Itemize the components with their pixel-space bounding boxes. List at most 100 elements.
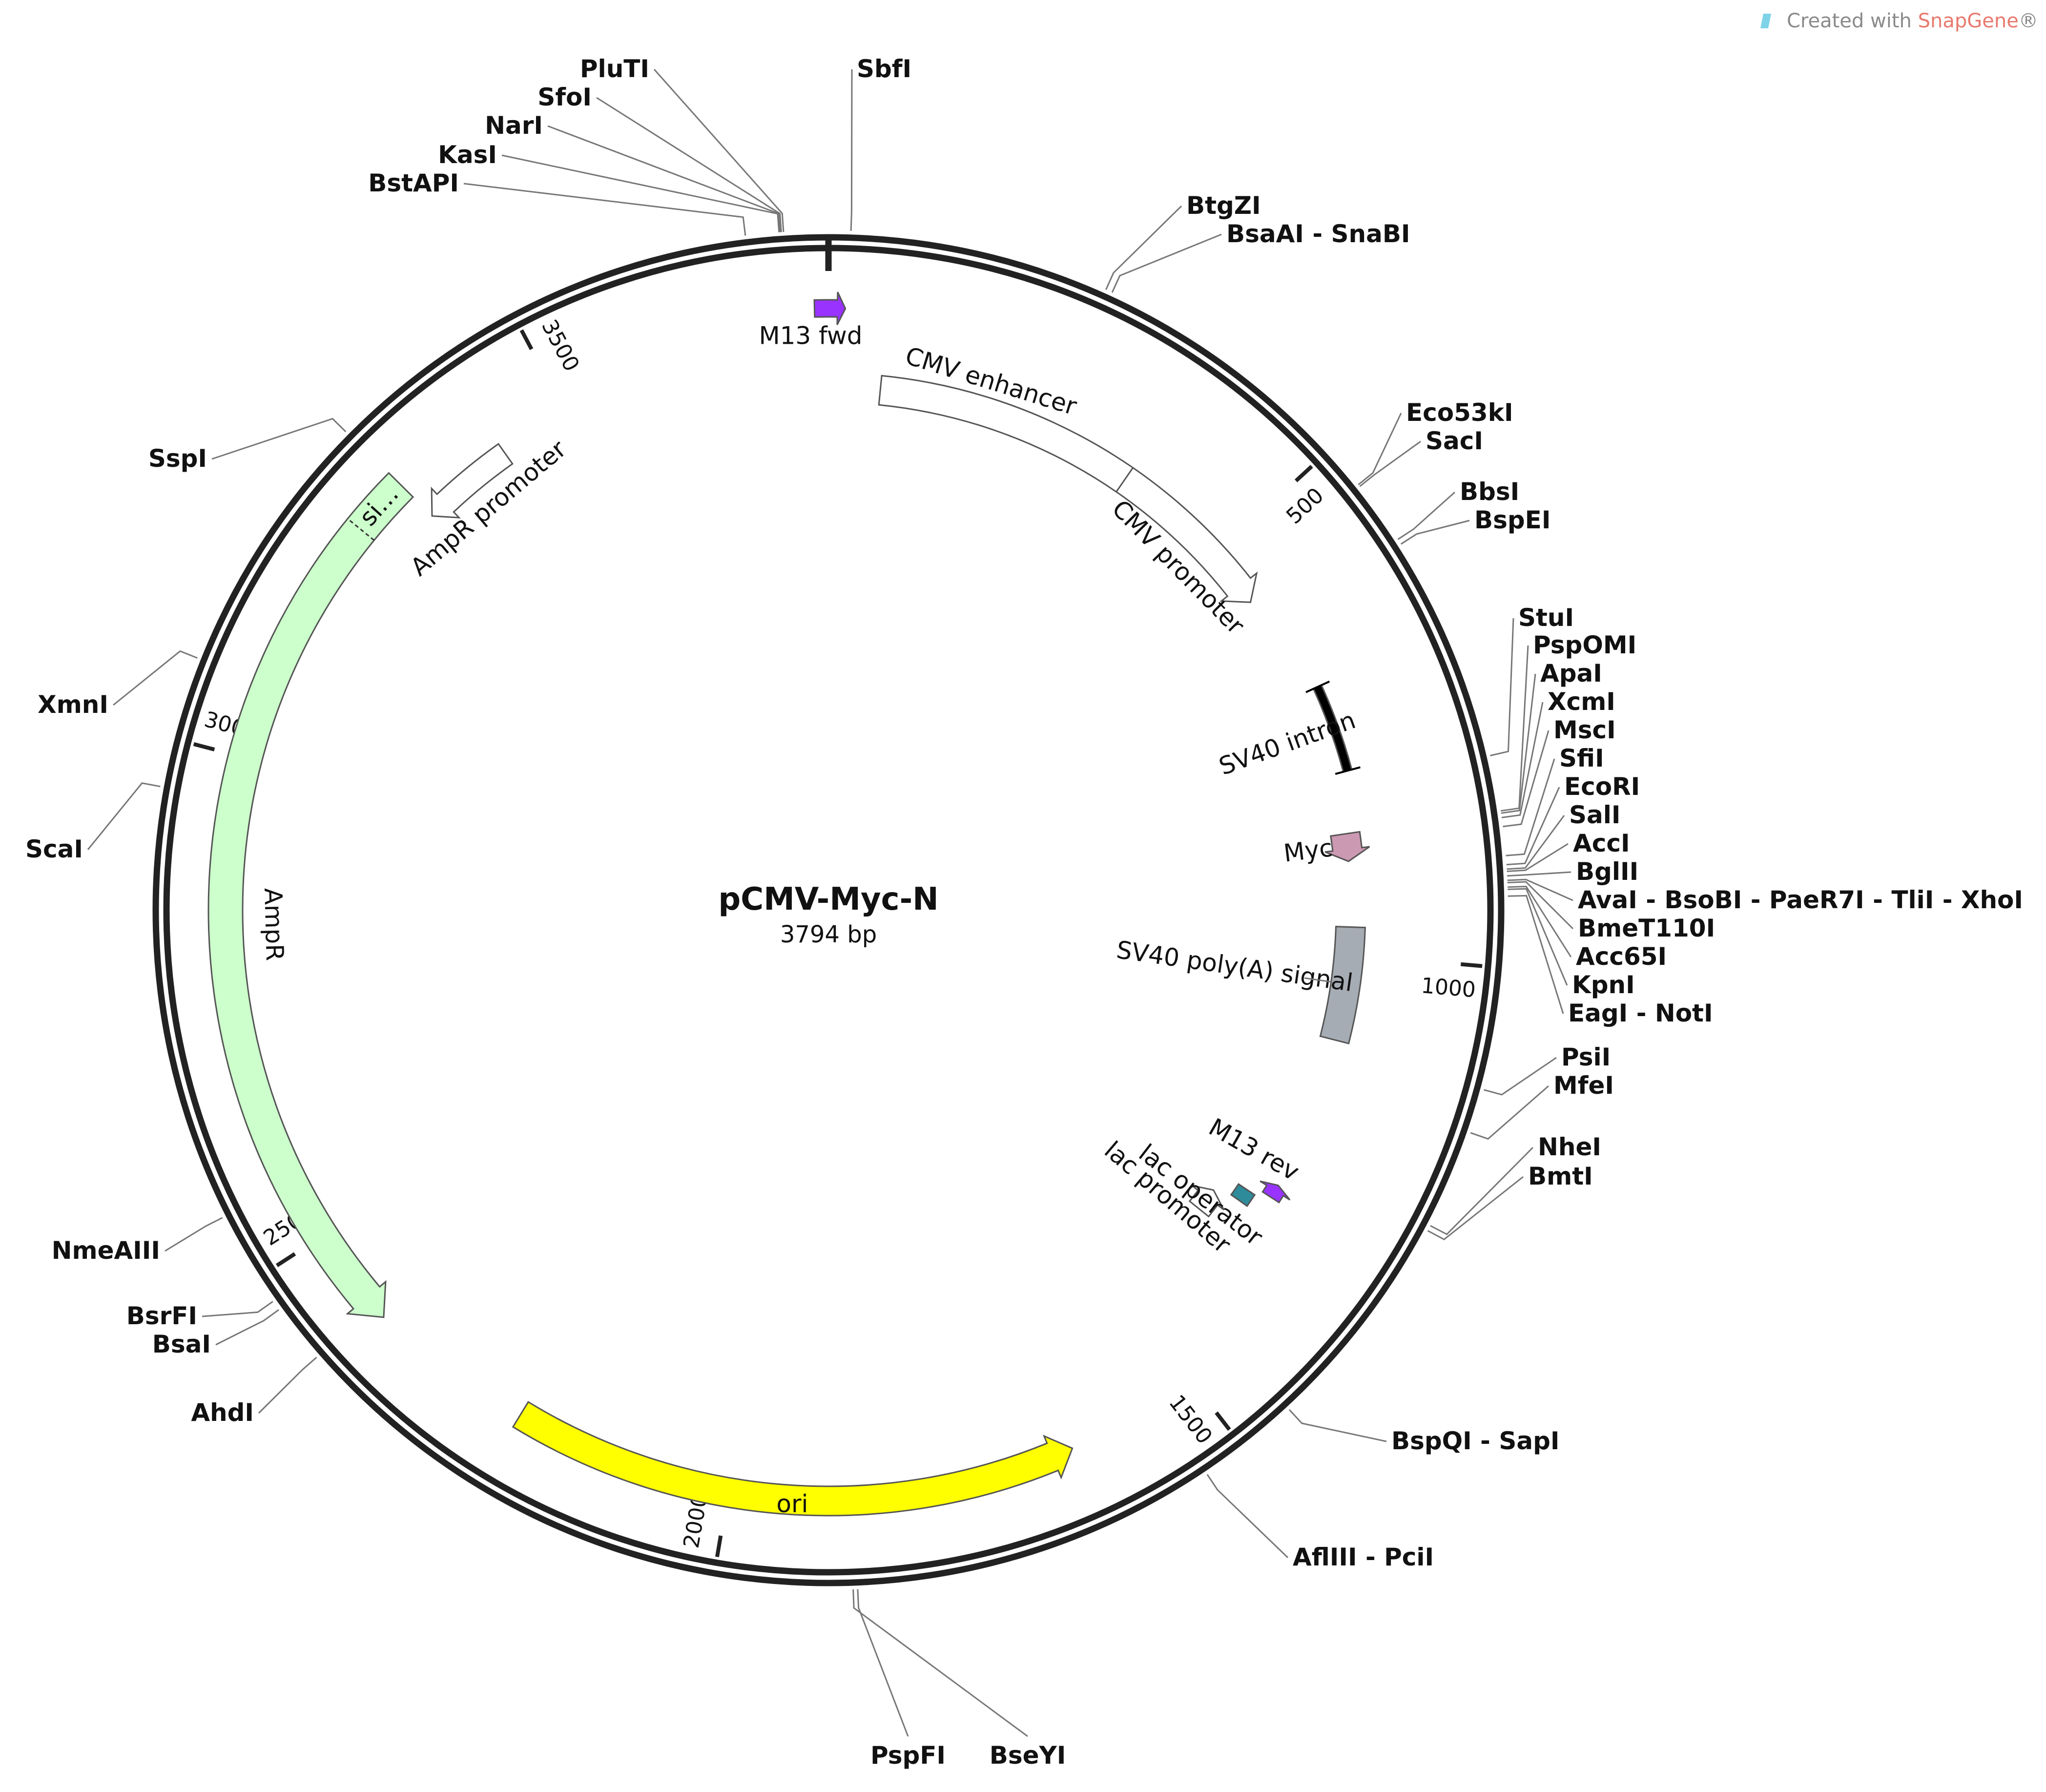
tick-500	[1294, 465, 1313, 482]
site-label-ahdi[interactable]: AhdI	[191, 1398, 254, 1427]
site-leader-pspomi	[1500, 645, 1529, 812]
site-label-sfoi[interactable]: SfoI	[537, 83, 592, 111]
site-label-ecori[interactable]: EcoRI	[1564, 772, 1640, 801]
credit: Created with SnapGene®	[1760, 10, 2038, 32]
site-label-afliii-pcii[interactable]: AflIII - PciI	[1293, 1543, 1434, 1571]
site-leader-ahdi	[258, 1356, 317, 1414]
site-leader-eagi-noti	[1508, 895, 1564, 1014]
site-leader-acci	[1507, 843, 1569, 872]
site-leader-sfii	[1506, 758, 1555, 856]
site-label-sbfi[interactable]: SbfI	[857, 55, 911, 83]
plasmid-size: 3794 bp	[780, 921, 877, 948]
site-label-kpni[interactable]: KpnI	[1572, 971, 1635, 999]
site-label-msci[interactable]: MscI	[1553, 716, 1616, 744]
site-label-bseyi[interactable]: BseYI	[990, 1741, 1066, 1770]
site-label-bsaai-snabi[interactable]: BsaAI - SnaBI	[1226, 220, 1410, 248]
site-leader-bmti	[1427, 1176, 1524, 1241]
m13-fwd-arrow	[813, 292, 847, 325]
site-leader-avai-bsobi-paer7i-tlii-xhoi	[1507, 878, 1573, 901]
tick-3500	[519, 329, 534, 350]
site-leader-bglii	[1507, 871, 1571, 877]
ori-label: ori	[776, 1490, 808, 1518]
lac-promoter-arrow	[1188, 1185, 1225, 1218]
cmv-divider	[1116, 467, 1134, 493]
site-label-pspomi[interactable]: PspOMI	[1533, 631, 1636, 659]
tick-3000	[193, 742, 215, 751]
site-label-bspqi-sapi[interactable]: BspQI - SapI	[1391, 1427, 1559, 1455]
site-leader-afliii-pcii	[1206, 1474, 1289, 1559]
tick-2000	[715, 1535, 723, 1558]
site-label-saci[interactable]: SacI	[1426, 427, 1483, 455]
m13-rev-label: M13 rev	[1204, 1113, 1304, 1186]
site-label-bmet110i[interactable]: BmeT110I	[1578, 914, 1715, 942]
site-label-stui[interactable]: StuI	[1518, 604, 1574, 632]
site-leader-bmet110i	[1507, 881, 1574, 930]
site-leader-pspfi	[857, 1589, 909, 1737]
site-leader-bsai	[215, 1309, 279, 1346]
site-label-sspi[interactable]: SspI	[148, 444, 207, 473]
site-label-apai[interactable]: ApaI	[1540, 659, 1602, 688]
site-leader-ecori	[1506, 787, 1560, 866]
site-label-avai-bsobi-paer7i-tlii-xhoi[interactable]: AvaI - BsoBI - PaeR7I - TliI - XhoI	[1578, 886, 2023, 914]
ampr-arrow	[207, 472, 414, 1318]
site-label-bglii[interactable]: BglII	[1576, 857, 1638, 886]
site-label-bstapi[interactable]: BstAPI	[368, 169, 459, 197]
site-label-nari[interactable]: NarI	[485, 111, 543, 140]
ampr-promoter-arrow	[431, 443, 514, 519]
site-leader-sbfi	[850, 69, 853, 231]
site-label-nmeaiii[interactable]: NmeAIII	[52, 1236, 160, 1265]
backbone	[152, 234, 1505, 1586]
plasmid-name: pCMV-Myc-N	[718, 881, 938, 917]
site-leader-mfei	[1470, 1085, 1549, 1140]
site-label-sfii[interactable]: SfiI	[1559, 744, 1604, 772]
site-leader-bsaai-snabi	[1111, 233, 1222, 293]
site-label-bmti[interactable]: BmtI	[1528, 1162, 1593, 1190]
site-label-mfei[interactable]: MfeI	[1553, 1071, 1614, 1100]
site-label-bsai[interactable]: BsaI	[152, 1330, 211, 1358]
site-label-acci[interactable]: AccI	[1573, 829, 1630, 857]
site-label-bsrfi[interactable]: BsrFI	[126, 1302, 197, 1330]
cmv-arrow	[878, 375, 1258, 604]
site-leader-nhei	[1430, 1146, 1534, 1235]
site-label-scai[interactable]: ScaI	[25, 835, 83, 863]
site-label-acc65i[interactable]: Acc65I	[1576, 942, 1667, 971]
site-label-xmni[interactable]: XmnI	[38, 690, 108, 719]
sv40-intron-cap-1	[1335, 766, 1361, 775]
site-leader-psii	[1484, 1057, 1557, 1096]
site-leader-apai	[1501, 673, 1536, 814]
sv40-polya-box	[1319, 926, 1366, 1044]
lac-operator-box	[1230, 1183, 1256, 1208]
site-label-pluti[interactable]: PluTI	[580, 55, 649, 83]
site-label-nhei[interactable]: NheI	[1538, 1133, 1601, 1161]
myc-label: Myc	[1282, 833, 1334, 868]
site-leader-bstapi	[463, 183, 746, 236]
site-label-bbsi[interactable]: BbsI	[1460, 478, 1519, 506]
site-leader-sfoi	[596, 97, 782, 232]
site-leader-pluti	[653, 69, 785, 232]
site-label-xcmi[interactable]: XcmI	[1548, 688, 1615, 716]
signal-divider	[347, 518, 375, 541]
m13-rev-arrow	[1260, 1180, 1291, 1204]
site-label-btgzi[interactable]: BtgZI	[1186, 191, 1261, 220]
site-leader-stui	[1490, 618, 1514, 756]
m13-fwd-label: M13 fwd	[759, 322, 862, 350]
tick-label-3500: 3500	[537, 315, 584, 375]
site-leader-bbsi	[1397, 491, 1456, 540]
site-label-sali[interactable]: SalI	[1569, 801, 1621, 829]
tick-label-1000: 1000	[1420, 973, 1477, 1002]
site-leader-saci	[1359, 440, 1421, 487]
site-leader-bspei	[1400, 520, 1470, 545]
site-leader-eco53ki	[1358, 413, 1402, 485]
site-label-kasi[interactable]: KasI	[438, 141, 497, 169]
site-label-eco53ki[interactable]: Eco53kI	[1406, 398, 1513, 427]
site-leader-kpni	[1508, 888, 1568, 986]
sv40-polya-label: SV40 poly(A) signal	[1115, 936, 1355, 997]
site-label-psii[interactable]: PsiI	[1561, 1043, 1611, 1071]
site-leader-xcmi	[1501, 702, 1544, 818]
site-leader-xmni	[113, 650, 198, 706]
site-label-pspfi[interactable]: PspFI	[870, 1741, 946, 1770]
site-label-bspei[interactable]: BspEI	[1474, 506, 1550, 534]
site-label-eagi-noti[interactable]: EagI - NotI	[1568, 999, 1713, 1027]
